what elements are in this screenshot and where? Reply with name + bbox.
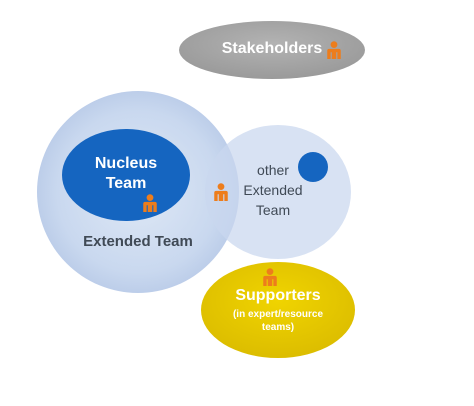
supporters-sub-line-1: (in expert/resource bbox=[232, 309, 324, 320]
other-line-1: other bbox=[257, 162, 289, 178]
other-line-3: Team bbox=[255, 202, 291, 218]
extended-team-label: Extended Team bbox=[83, 233, 193, 250]
supporters-sublabel: (in expert/resource teams) bbox=[204, 308, 352, 334]
other-extended-team-label: other Extended Team bbox=[236, 160, 310, 220]
supporters-sub-line-2: teams) bbox=[261, 322, 295, 333]
nucleus-team-ellipse bbox=[62, 129, 190, 221]
supporters-label: Supporters bbox=[235, 287, 321, 304]
nucleus-line-2: Team bbox=[105, 175, 147, 192]
nucleus-line-1: Nucleus bbox=[94, 155, 158, 172]
other-team-dot bbox=[298, 152, 328, 182]
other-line-2: Extended bbox=[243, 182, 303, 198]
supporters-ellipse bbox=[201, 262, 355, 358]
stakeholders-ellipse bbox=[179, 21, 365, 79]
stakeholders-label: Stakeholders bbox=[221, 40, 323, 57]
nucleus-team-label: Nucleus Team bbox=[74, 154, 178, 194]
